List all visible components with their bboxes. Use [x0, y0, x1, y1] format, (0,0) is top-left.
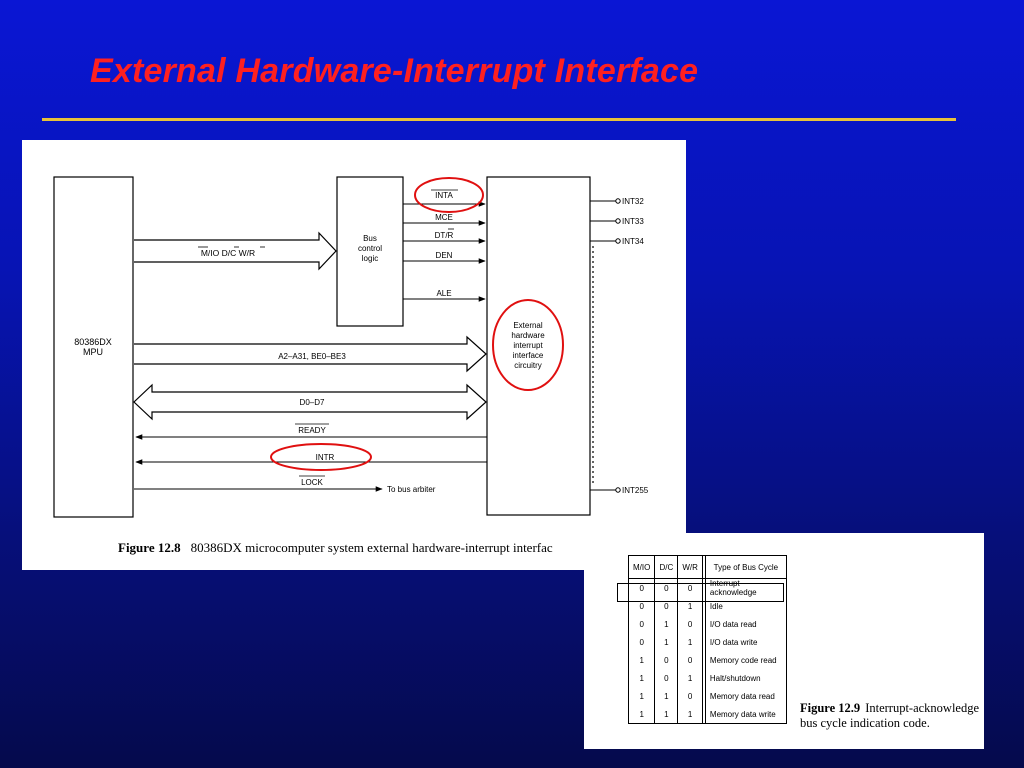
control-input-label: M/IO D/C W/R: [201, 248, 255, 258]
header-mio: M/IO: [627, 555, 656, 579]
interface-line4: interface: [513, 351, 544, 360]
table-code-cell: 1: [627, 687, 656, 705]
interface-line3: interrupt: [513, 341, 543, 350]
table-type-cell: I/O data read: [704, 615, 787, 633]
to-bus-arbiter-label: To bus arbiter: [387, 485, 436, 494]
table-code-cell: 1: [654, 633, 679, 651]
table-code-cell: 1: [654, 615, 679, 633]
table-code-cell: 0: [627, 633, 656, 651]
signal-dtr: DT/R: [435, 231, 454, 240]
table-code-cell: 1: [677, 705, 703, 724]
table-type-cell: I/O data write: [704, 633, 787, 651]
table-code-cell: 0: [677, 615, 703, 633]
bus-control-line3: logic: [362, 254, 378, 263]
figure-12-8-diagram: 80386DX MPU Bus control logic External h…: [53, 176, 649, 518]
ready-label: READY: [298, 426, 326, 435]
data-bus-label: D0–D7: [300, 398, 325, 407]
table-code-cell: 1: [677, 669, 703, 687]
table-code-cell: 1: [677, 633, 703, 651]
int32-pin: [615, 198, 621, 204]
slide-title: External Hardware-Interrupt Interface: [90, 52, 699, 90]
table-type-cell: Memory data read: [704, 687, 787, 705]
table-header-row: M/IO D/C W/R Type of Bus Cycle: [627, 555, 787, 579]
title-underline: [42, 118, 956, 121]
figure-12-9-caption-text: Interrupt-acknowledge bus cycle indicati…: [800, 701, 980, 730]
highlight-intr: [270, 443, 372, 471]
bus-control-line1: Bus: [363, 234, 377, 243]
data-bus-arrow: [133, 383, 487, 421]
figure-12-8-number: Figure 12.8: [118, 540, 181, 555]
header-dc: D/C: [654, 555, 679, 579]
figure-12-8-caption: Figure 12.8 80386DX microcomputer system …: [118, 540, 686, 556]
table-type-cell: Memory code read: [704, 651, 787, 669]
table-type-cell: Halt/shutdown: [704, 669, 787, 687]
bus-control-logic-block: [336, 176, 404, 327]
highlight-interface: [492, 299, 564, 391]
table-code-cell: 0: [677, 651, 703, 669]
table-code-cell: 0: [654, 669, 679, 687]
interrupt-interface-block: [486, 176, 591, 516]
figure-12-8-caption-text: 80386DX microcomputer system external ha…: [190, 540, 553, 555]
highlight-inta: [414, 177, 484, 213]
int34-label: INT34: [622, 237, 644, 246]
table-code-cell: 1: [654, 705, 679, 724]
address-bus-label: A2–A31, BE0–BE3: [278, 352, 346, 361]
int34-pin: [615, 238, 621, 244]
mpu-label-line2: MPU: [83, 347, 103, 357]
signal-den: DEN: [436, 251, 453, 260]
table-type-cell: Memory data write: [704, 705, 787, 724]
mpu-label-line1: 80386DX: [74, 337, 112, 347]
int33-pin: [615, 218, 621, 224]
interrupt-ack-row-highlight: [617, 583, 784, 602]
signal-mce: MCE: [435, 213, 453, 222]
mpu-block: [53, 176, 134, 518]
table-code-cell: 1: [654, 687, 679, 705]
interface-line5: circuitry: [514, 361, 542, 370]
int255-pin: [615, 487, 621, 493]
table-code-cell: 0: [627, 615, 656, 633]
signal-inta: INTA: [435, 191, 453, 200]
lock-label: LOCK: [301, 478, 323, 487]
table-code-cell: 0: [654, 651, 679, 669]
control-input-arrow: [134, 231, 337, 271]
figure-12-9-number: Figure 12.9: [800, 701, 861, 715]
int33-label: INT33: [622, 217, 644, 226]
signal-ale: ALE: [436, 289, 451, 298]
interface-line2: hardware: [511, 331, 545, 340]
address-bus-arrow: [134, 335, 487, 373]
table-code-cell: 0: [677, 687, 703, 705]
int255-label: INT255: [622, 486, 649, 495]
bus-control-line2: control: [358, 244, 382, 253]
table-code-cell: 1: [627, 669, 656, 687]
intr-label: INTR: [316, 453, 335, 462]
header-wr: W/R: [677, 555, 703, 579]
table-code-cell: 1: [627, 705, 656, 724]
figure-12-8-panel: 80386DX MPU Bus control logic External h…: [22, 140, 686, 570]
interface-line1: External: [513, 321, 543, 330]
header-type: Type of Bus Cycle: [704, 555, 787, 579]
table-code-cell: 1: [627, 651, 656, 669]
int32-label: INT32: [622, 197, 644, 206]
